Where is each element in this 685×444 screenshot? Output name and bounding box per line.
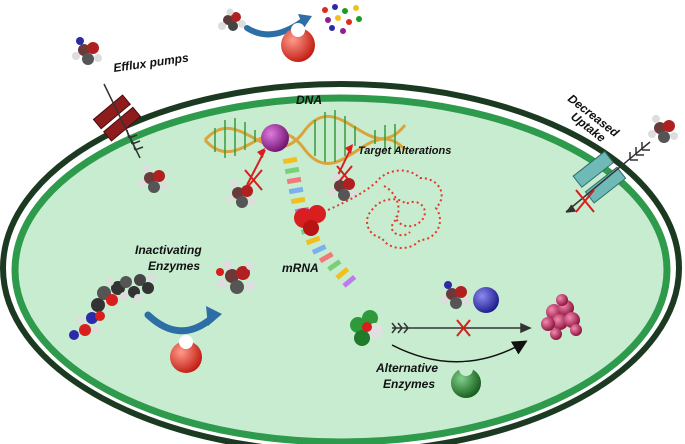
- target-enzyme-icon: [473, 287, 499, 313]
- inner-molecule-icon: [138, 165, 168, 193]
- dna-polymerase-icon: [261, 124, 289, 152]
- outer-molecule-icon: [648, 115, 678, 143]
- ribosome-icon: [294, 205, 326, 236]
- surface-enzyme-icon: [281, 23, 315, 62]
- alt-antibiotic-icon: [440, 281, 470, 309]
- uptake-arrow-icon: [565, 141, 651, 213]
- antibiotic-chain-icon: [69, 274, 156, 340]
- outer-membrane: [0, 81, 682, 444]
- product-icon: [541, 294, 582, 340]
- efflux-molecule-icon: [72, 37, 102, 65]
- alternative-enzyme-icon: [451, 362, 481, 398]
- alternative-label-line2: Enzymes: [383, 377, 435, 391]
- antibiotic-molecule-icon: [218, 8, 246, 31]
- bypass-arrow-icon: [391, 340, 528, 363]
- dna-helix-icon: [203, 110, 407, 165]
- dna-label: DNA: [296, 93, 322, 107]
- porin-channel-icon: [572, 150, 627, 204]
- mrna-label: mRNA: [282, 261, 319, 275]
- inner-molecule-2-icon: [226, 180, 256, 208]
- inactivating-enzyme-icon: [170, 335, 202, 373]
- inactivation-arrow-icon: [144, 311, 216, 335]
- substrate-icon: [350, 310, 383, 346]
- efflux-pump-icon: [92, 94, 142, 142]
- mrna-group: mRNA: [282, 156, 443, 288]
- efflux-arrow-icon: [103, 83, 144, 159]
- bacterial-cell: [0, 81, 682, 444]
- inactivating-enzymes-group: Inactivating Enzymes: [69, 243, 255, 373]
- blocked-pathway-icon: [456, 319, 471, 337]
- blocked-uptake-icon: [575, 189, 595, 213]
- efflux-label: Efflux pumps: [112, 51, 189, 75]
- inner-molecule-3-icon: [328, 173, 358, 201]
- inactivating-label-line2: Enzymes: [148, 259, 200, 273]
- inner-membrane: [11, 94, 671, 444]
- alternative-enzymes-group: Alternative Enzymes: [350, 281, 582, 398]
- surface-enzyme-group: [218, 4, 362, 62]
- pathway-arrow-icon: [391, 322, 532, 334]
- degraded-molecule-icon: [216, 260, 255, 294]
- target-alterations-label: Target Alterations: [358, 145, 451, 157]
- inactivating-label-line1: Inactivating: [135, 243, 202, 257]
- fragments-icon: [322, 4, 362, 34]
- dna-group: DNA Target Alterations: [203, 93, 451, 165]
- alternative-label-line1: Alternative: [375, 361, 438, 375]
